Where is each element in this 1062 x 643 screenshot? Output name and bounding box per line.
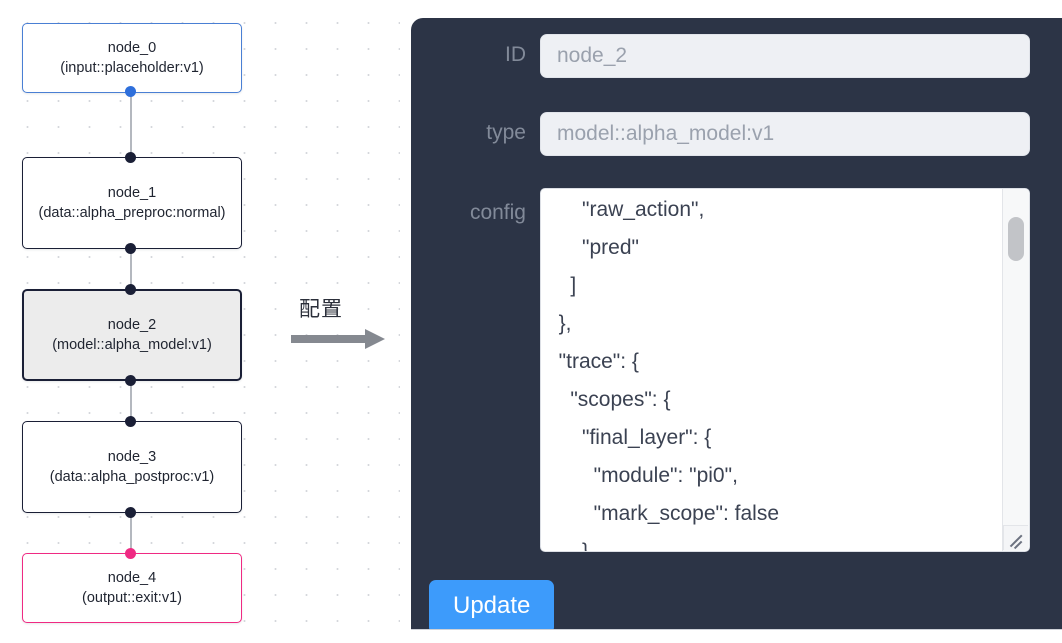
update-button[interactable]: Update [429,580,555,629]
config-label: config [469,201,526,224]
node-handle-node_2-source[interactable] [125,375,136,386]
graph-node-node_2[interactable]: node_2 (model::alpha_model:v1) [22,289,242,381]
edge-node1-node2 [130,245,132,293]
node-handle-node_0-source[interactable] [125,86,136,97]
node-handle-node_3-target[interactable] [125,416,136,427]
config-textarea[interactable]: "raw_action", "pred" ] }, "trace": { "sc… [540,188,1030,552]
config-scrollbar[interactable] [1002,189,1029,551]
node-title: node_3 [107,449,157,465]
edge-node3-node4 [130,509,132,557]
type-label: type [486,121,526,144]
node-handle-node_1-source[interactable] [125,243,136,254]
graph-node-node_1[interactable]: node_1 (data::alpha_preproc:normal) [22,157,242,249]
id-input[interactable]: node_2 [540,34,1030,78]
node-title: node_4 [107,570,157,586]
node-handle-node_2-target[interactable] [125,284,136,295]
graph-node-node_4[interactable]: node_4 (output::exit:v1) [22,553,242,623]
node-subtitle: (output::exit:v1) [82,590,182,606]
node-handle-node_4-target[interactable] [125,548,136,559]
right-arrow-icon [289,326,401,352]
graph-canvas[interactable]: node_0 (input::placeholder:v1) node_1 (d… [0,0,400,643]
graph-node-node_3[interactable]: node_3 (data::alpha_postproc:v1) [22,421,242,513]
annotation-label: 配置 [299,297,343,321]
type-input[interactable]: model::alpha_model:v1 [540,112,1030,156]
node-inspector-panel: ID node_2 type model::alpha_model:v1 con… [411,18,1062,629]
id-label: ID [505,43,526,66]
node-subtitle: (data::alpha_preproc:normal) [38,205,226,221]
node-handle-node_3-source[interactable] [125,507,136,518]
edge-node2-node3 [130,377,132,425]
field-row-type: type model::alpha_model:v1 [425,112,1030,156]
resize-handle-icon[interactable] [1003,525,1028,550]
edge-node0-node1 [130,90,132,162]
node-subtitle: (data::alpha_postproc:v1) [49,469,215,485]
node-subtitle: (model::alpha_model:v1) [52,337,212,353]
annotation-config: 配置 [289,296,401,352]
node-title: node_2 [107,317,157,333]
graph-node-node_0[interactable]: node_0 (input::placeholder:v1) [22,23,242,93]
field-row-id: ID node_2 [425,34,1030,78]
node-title: node_1 [107,185,157,201]
node-handle-node_1-target[interactable] [125,152,136,163]
node-title: node_0 [107,40,157,56]
node-subtitle: (input::placeholder:v1) [60,60,204,76]
config-textarea-content[interactable]: "raw_action", "pred" ] }, "trace": { "sc… [558,198,779,552]
field-row-config: config "raw_action", "pred" ] }, "trace"… [425,188,1030,552]
panel-bottom-edge [411,629,1062,643]
config-scrollbar-thumb[interactable] [1008,217,1024,261]
